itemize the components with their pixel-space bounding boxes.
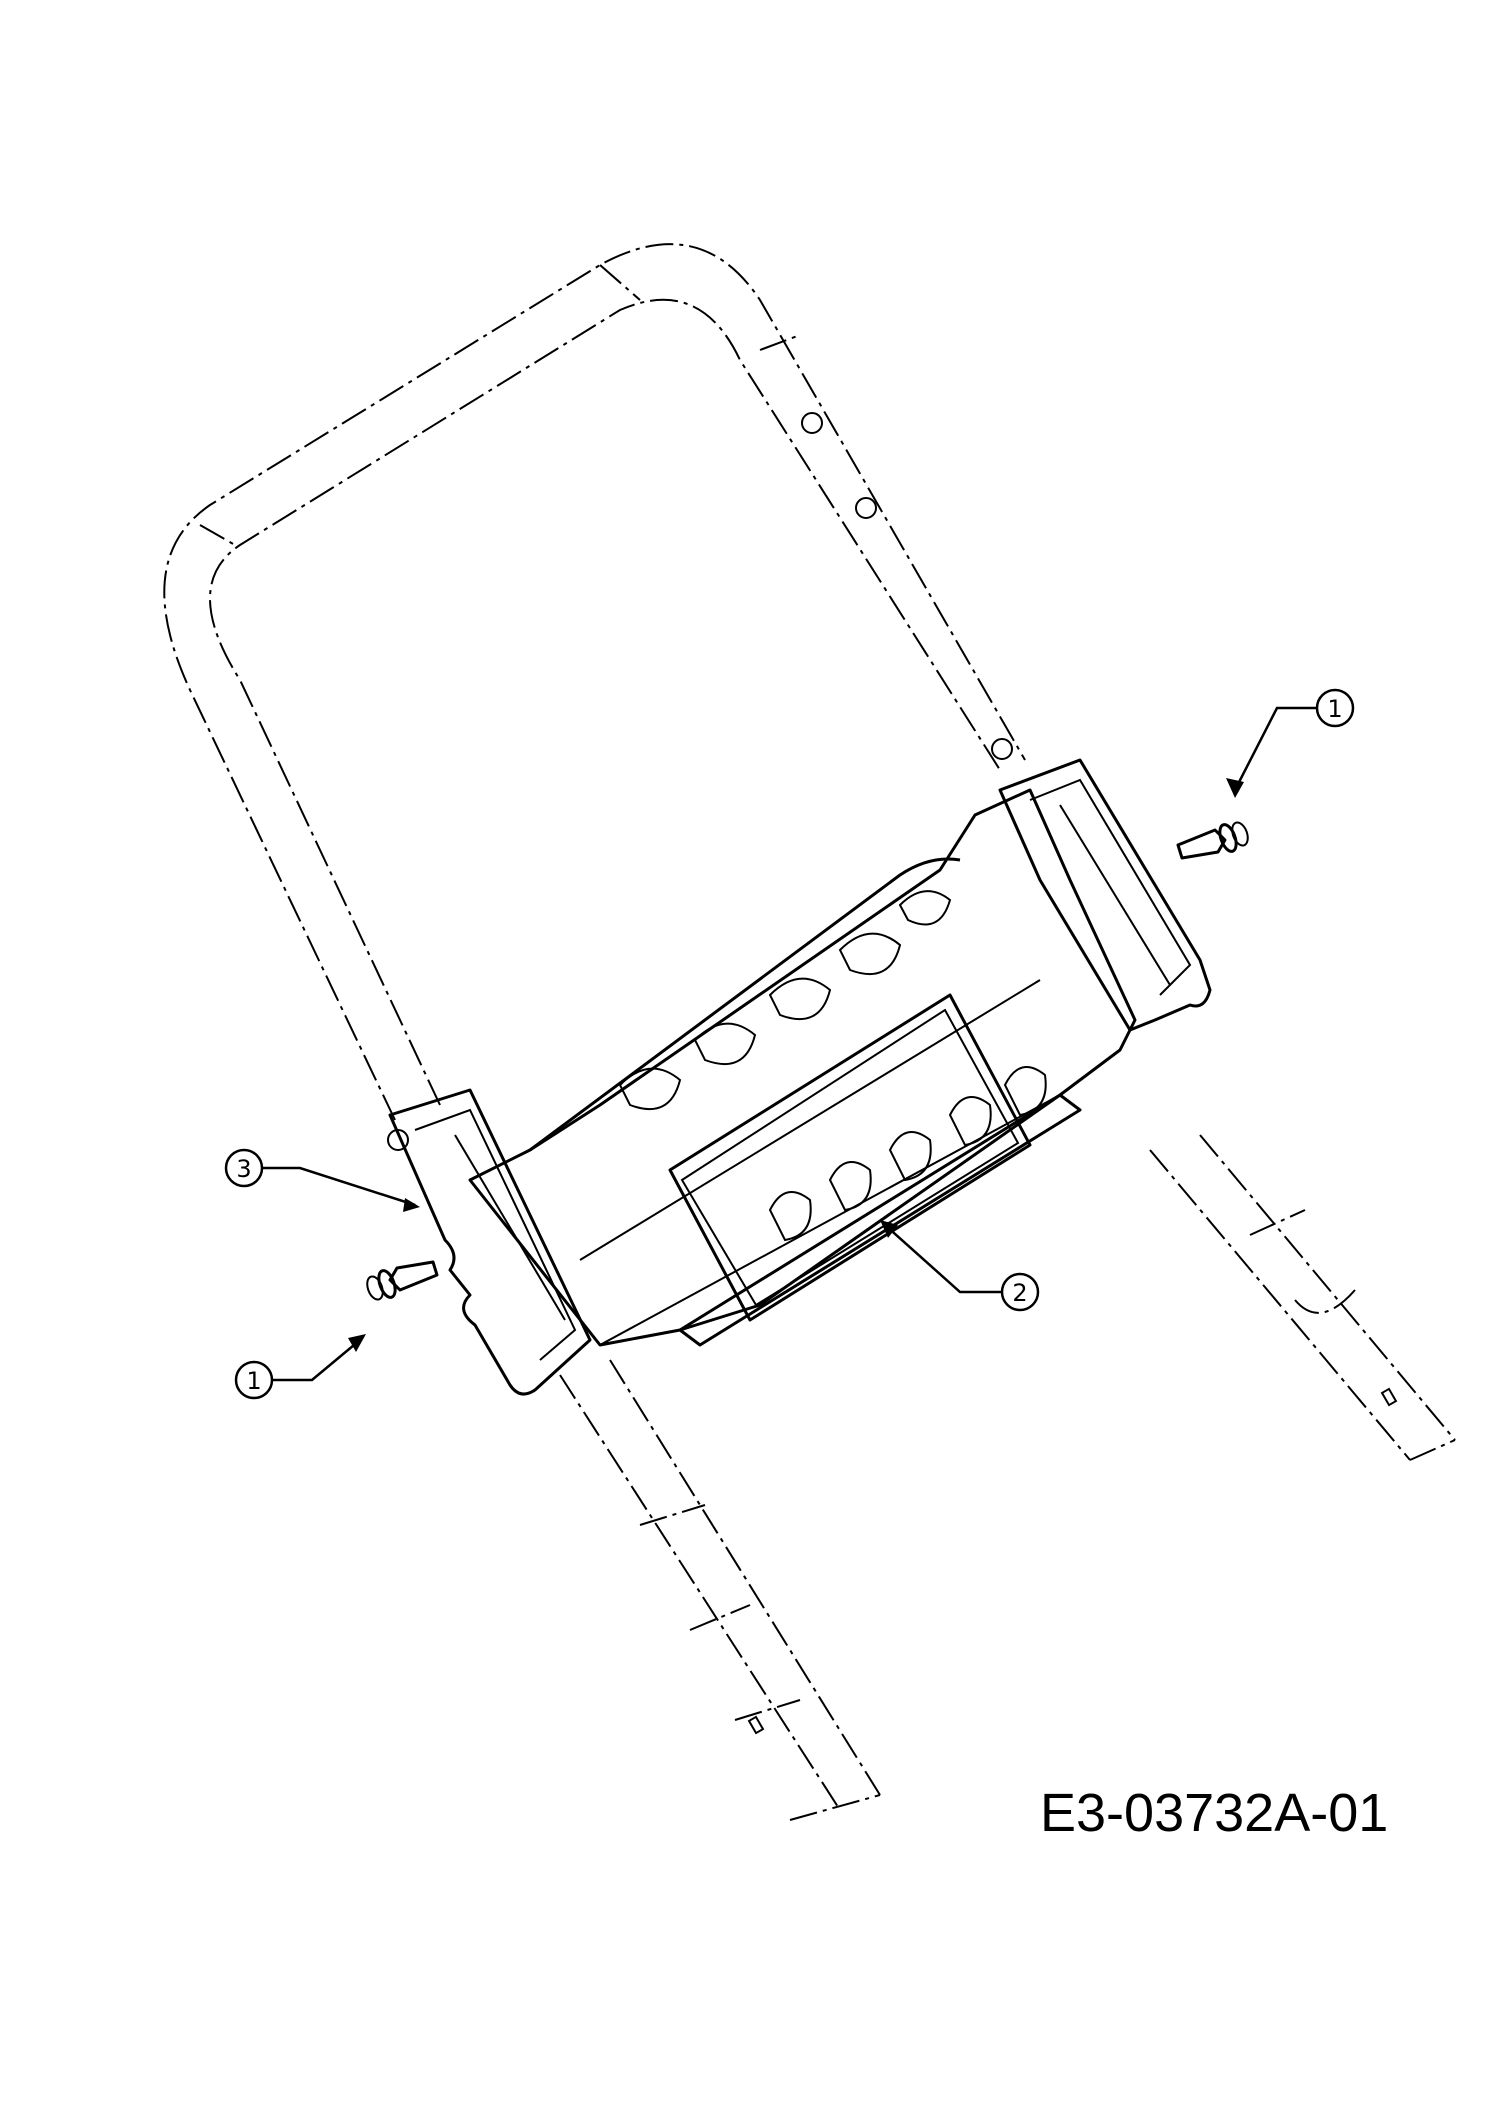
callout-1-left: 1 (234, 1360, 274, 1400)
push-rivet-right-part-1 (1176, 821, 1249, 860)
push-rivet-left-part-1 (366, 1260, 439, 1301)
callout-1-right-label: 1 (1327, 695, 1342, 723)
callout-1-right: 1 (1315, 688, 1355, 728)
callout-1-left-label: 1 (246, 1367, 261, 1395)
callout-3-label: 3 (236, 1155, 251, 1183)
callout-2: 2 (1000, 1272, 1040, 1312)
callout-3: 3 (224, 1148, 264, 1188)
handle-grip-part-2 (468, 788, 1137, 1347)
handle-bar-outline (163, 243, 1456, 1821)
callout-leaders (262, 706, 1317, 1382)
drawing-number: E3-03732A-01 (1040, 1783, 1389, 1843)
end-cap-part-3 (388, 758, 1212, 1396)
callout-2-label: 2 (1012, 1279, 1027, 1307)
